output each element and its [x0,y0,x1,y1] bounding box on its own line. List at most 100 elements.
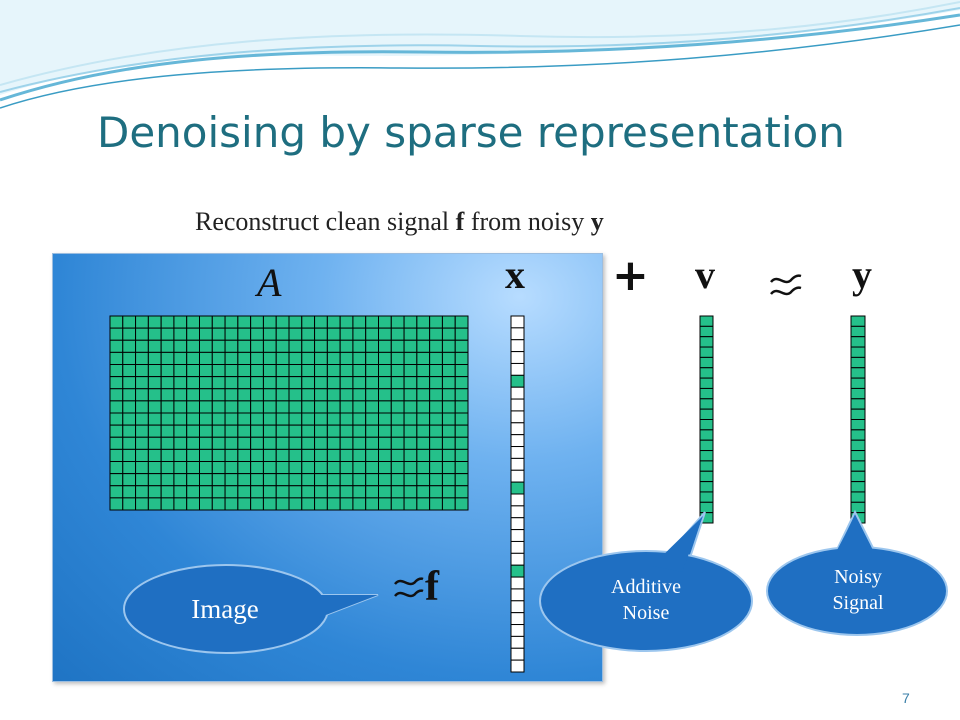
matrix-cell [416,315,431,329]
matrix-cell [122,388,137,402]
matrix-cell [403,364,418,378]
matrix-cell [301,351,316,365]
matrix-cell [147,473,162,487]
matrix-cell [275,412,290,426]
matrix-cell [339,364,354,378]
matrix-cell [122,473,137,487]
matrix-cell [441,315,456,329]
matrix-cell [403,448,418,462]
matrix-cell [160,412,175,426]
matrix-cell [109,400,124,414]
matrix-cell [109,485,124,499]
matrix-cell [378,388,392,402]
matrix-cell [403,436,418,450]
matrix-cell [378,473,392,487]
matrix-cell [429,497,443,511]
matrix-cell [262,400,277,414]
matrix-cell [237,412,252,426]
matrix-cell [403,497,418,511]
vector-v-cell [699,325,714,338]
vector-x-cell [510,612,525,626]
matrix-cell [390,327,405,341]
matrix-cell [122,364,137,378]
matrix-cell [211,424,226,438]
matrix-cell [378,424,392,438]
matrix-cell [224,436,239,450]
matrix-cell [326,388,341,402]
matrix-cell [109,461,124,475]
matrix-cell [173,315,188,329]
matrix-cell [403,327,418,341]
slide-subtitle: Reconstruct clean signal f from noisy y [195,207,604,237]
vector-v-cell [699,501,714,514]
symbol-v: v [695,252,715,297]
vector-v-cell [699,419,714,431]
matrix-cell [147,315,162,329]
matrix-cell [378,364,392,378]
matrix-cell [288,327,303,341]
matrix-cell [454,315,469,329]
matrix-cell [352,364,367,378]
matrix-cell [314,339,328,353]
matrix-cell [429,436,443,450]
vector-x-cell [510,469,525,483]
vector-v-cell [699,439,714,452]
matrix-cell [237,400,252,414]
matrix-cell [365,461,380,475]
vector-x-cell [510,362,525,376]
matrix-cell [211,448,226,462]
vector-y-cell [850,367,866,379]
vector-v-cell [699,470,714,483]
matrix-cell [122,339,137,353]
matrix-cell [429,400,443,414]
matrix-cell [352,473,367,487]
vector-v-cell [699,315,714,327]
matrix-cell [390,436,405,450]
matrix-cell [122,424,137,438]
matrix-cell [339,412,354,426]
matrix-cell [147,485,162,499]
matrix-cell [429,485,443,499]
matrix-cell [262,364,277,378]
matrix-cell [199,315,213,329]
vector-x-cell [510,659,525,673]
matrix-cell [403,485,418,499]
matrix-cell [352,376,367,390]
matrix-cell [224,448,239,462]
signal-callout-line2: Signal [832,592,884,614]
matrix-cell [378,400,392,414]
vector-y-cell [850,501,866,514]
matrix-cell [365,473,380,487]
matrix-cell [237,351,252,365]
matrix-cell [109,388,124,402]
image-callout-label: Image [191,594,259,624]
matrix-cell [441,351,456,365]
matrix-cell [224,400,239,414]
matrix-cell [186,424,200,438]
matrix-cell [186,485,200,499]
matrix-cell [339,351,354,365]
matrix-cell [390,339,405,353]
vector-v-cell [699,408,714,420]
matrix-cell [403,388,418,402]
matrix-cell [390,400,405,414]
matrix-cell [135,412,149,426]
matrix-cell [454,327,469,341]
matrix-cell [262,497,277,511]
matrix-cell [390,376,405,390]
matrix-cell [122,351,137,365]
matrix-cell [275,461,290,475]
matrix-cell [160,327,175,341]
matrix-cell [403,315,418,329]
matrix-cell [441,436,456,450]
matrix-cell [262,376,277,390]
matrix-cell [314,485,328,499]
matrix-cell [326,400,341,414]
matrix-cell [416,388,431,402]
matrix-cell [211,461,226,475]
matrix-cell [135,473,149,487]
matrix-cell [122,497,137,511]
vector-v-cell [699,429,714,441]
matrix-cell [199,376,213,390]
